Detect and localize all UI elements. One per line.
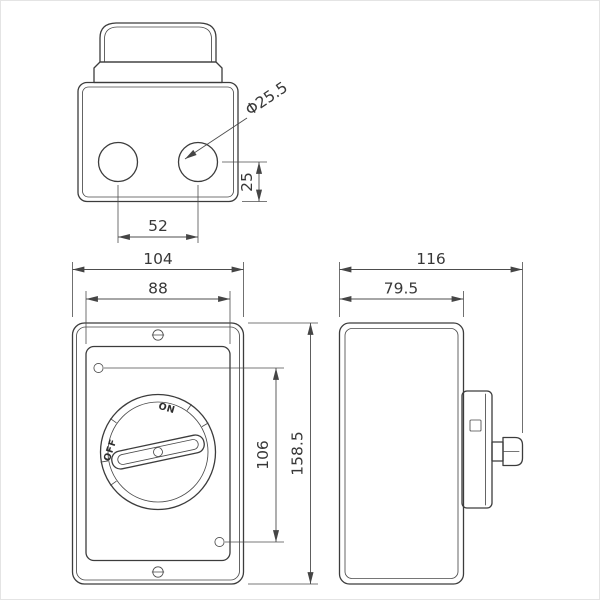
top-view bbox=[77, 22, 239, 203]
dial-tick bbox=[100, 460, 109, 463]
handle-shaft bbox=[491, 441, 504, 462]
dim-body-width: 104 bbox=[72, 250, 244, 317]
on-label: ON bbox=[157, 401, 176, 416]
dim-label-total-depth: 116 bbox=[416, 250, 446, 268]
rotary-handle bbox=[111, 434, 205, 470]
enclosure-front-inner-outline bbox=[76, 326, 240, 581]
dim-label-hole-spacing: 106 bbox=[254, 440, 272, 470]
dim-knockout-offset: 25 bbox=[222, 161, 267, 202]
dim-label-knockout-spacing: 52 bbox=[148, 217, 168, 235]
rotary-dial-outer-circle bbox=[99, 393, 217, 511]
knockout-circle-right bbox=[177, 141, 219, 183]
handle-bar-outline bbox=[111, 434, 205, 470]
mounting-screw-top-left bbox=[93, 362, 104, 374]
dim-knockout-spacing: 52 bbox=[117, 185, 199, 243]
handle-collar-outline bbox=[93, 61, 223, 84]
handle-hub bbox=[153, 447, 163, 457]
dial-tick bbox=[110, 480, 117, 486]
mounting-screw-bottom-right bbox=[214, 536, 225, 548]
dim-body-height: 158.5 bbox=[248, 322, 318, 585]
dim-label-body-width: 104 bbox=[143, 250, 173, 268]
enclosure-top-inner-outline bbox=[82, 86, 234, 198]
handle-cap-inner-line bbox=[104, 26, 212, 63]
off-label: OFF bbox=[102, 438, 119, 463]
dial-tick bbox=[201, 422, 209, 427]
dim-body-depth: 79.5 bbox=[339, 280, 464, 317]
dim-label-knockout-diameter: Φ25.5 bbox=[242, 78, 291, 119]
dial-tick bbox=[110, 418, 117, 424]
dim-hole-spacing: 106 bbox=[104, 367, 284, 543]
side-view bbox=[338, 322, 524, 585]
knockout-circle-left bbox=[97, 141, 139, 183]
switch-mechanism-block bbox=[461, 390, 493, 509]
front-view: ON OFF bbox=[71, 322, 245, 585]
dim-label-body-height: 158.5 bbox=[289, 431, 307, 475]
dim-label-knockout-offset: 25 bbox=[238, 172, 256, 192]
faceplate-outline bbox=[85, 345, 231, 562]
enclosure-front-outline bbox=[71, 322, 245, 585]
dial-tick bbox=[186, 404, 192, 411]
mechanism-detail-square bbox=[469, 419, 482, 432]
handle-bar-inner bbox=[117, 439, 199, 465]
enclosure-side-inner-outline bbox=[344, 328, 459, 579]
enclosure-top-outline bbox=[77, 81, 239, 203]
handle-cap-outline bbox=[99, 22, 217, 63]
dim-label-plate-width: 88 bbox=[148, 280, 168, 298]
handle-knob-outline bbox=[502, 436, 524, 467]
dim-plate-width: 88 bbox=[85, 280, 231, 344]
dial-ticks bbox=[100, 404, 209, 486]
dim-total-depth: 116 bbox=[339, 250, 523, 433]
enclosure-side-outline bbox=[338, 322, 465, 585]
rotary-dial-inner-circle bbox=[107, 401, 209, 503]
leader-line bbox=[184, 117, 248, 160]
dim-label-body-depth: 79.5 bbox=[384, 280, 419, 298]
